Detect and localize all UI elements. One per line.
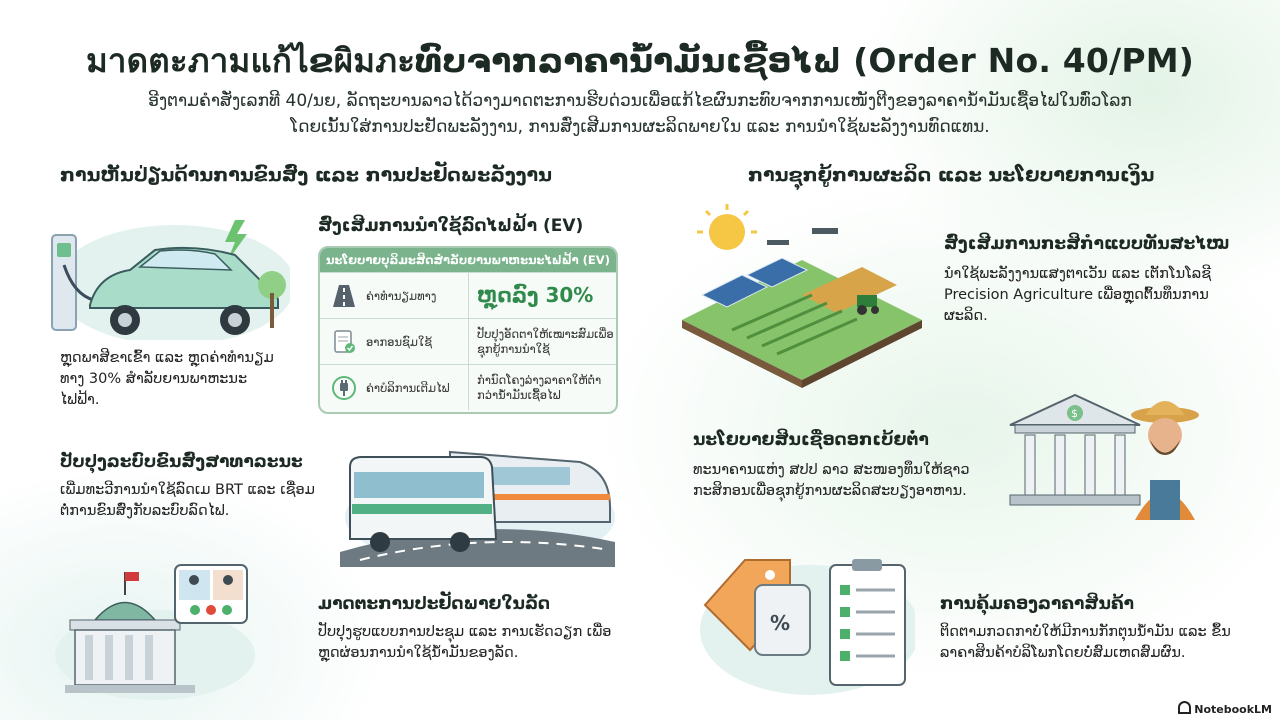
ev-incentive-text: ຫຼຸດພາສີຂາເຂົ້າ ແລະ ຫຼຸດຄ່າທຳນຽມທາງ 30% … [60,350,274,408]
notebooklm-brand: NotebookLM [1178,701,1272,716]
svg-text:$: $ [1071,407,1078,420]
ev-row-value: ປັບປຸງອັດຕາໃຫ້ເໝາະສົມເພື່ອຊຸກຍູ້ການນຳໃຊ້ [468,319,616,364]
brand-logo-icon [1178,701,1192,714]
price-control-text: ຕິດຕາມກວດກາບໍ່ໃຫ້ມີການກັກຕຸນນ້ຳມັນ ແລະ ຂ… [940,624,1231,661]
table-row: ຄ່າບໍລິການເຕີມໄຟ ກຳນົດໂຄງລ່າງລາຄາໃຫ້ຕ່ຳກ… [320,364,616,410]
svg-text:%: % [770,611,790,635]
tax-document-icon [330,328,358,356]
bus-train-illustration [340,432,615,567]
subtitle-line-1: ອີງຕາມຄຳສັ່ງເລກທີ 40/ນຍ, ລັດຖະບານລາວໄດ້ວ… [148,91,1132,111]
ev-row-label: ອາກອນຊົມໃຊ້ [366,334,433,349]
left-section-heading: ການຫັນປ່ຽນດ້ານການຂົນສົ່ງ ແລະ ການປະຢັດພະລ… [60,164,553,186]
right-section-heading: ການຊຸກຍູ້ການຜະລິດ ແລະ ນະໂຍບາຍການເງິນ [748,164,1155,186]
transport-title: ປັບປຸງລະບົບຂົນສົ່ງສາທາລະນະ [60,452,303,472]
agriculture-text: ນຳໃຊ້ພະລັງງານແສງຕາເວັນ ແລະ ເຕັກໂນໂລຊີ Pr… [944,266,1212,324]
ev-row-value: ຫຼຸດລົງ 30% [468,273,616,318]
ev-policy-table: ນະໂຍບາຍບຸລິມະສິດສຳລັບຍານພາຫະນະໄຟຟ້າ (EV)… [318,246,618,414]
ev-row-label: ຄ່າບໍລິການເຕີມໄຟ [366,380,450,395]
saving-title: ມາດຕະການປະຢັດພາຍໃນລັດ [318,594,551,614]
farm-solar-illustration [672,200,930,390]
credit-text: ທະນາຄານແຫ່ງ ສປປ ລາວ ສະໜອງທຶນໃຫ້ຊາວກະສິກອ… [693,462,970,499]
bank-farmer-illustration: $ [1005,385,1200,520]
table-row: ຄ່າທຳນຽມທາງ ຫຼຸດລົງ 30% [320,272,616,318]
price-tag-checklist-illustration: % [690,535,920,700]
government-building-illustration [55,560,295,700]
page-title: มาดตะภามแก้ไຂผิมภะທົບຈາກລາຄານ້ຳມັນເຊື້ອໄ… [85,41,1195,80]
price-control-title: ການຄຸ້ມຄອງລາຄາສິນຄ້າ [940,594,1134,614]
ev-block-title: ສົ່ງເສີມການນຳໃຊ້ລົດໄຟຟ້າ (EV) [318,216,584,236]
ev-table-header: ນະໂຍບາຍບຸລິມະສິດສຳລັບຍານພາຫະນະໄຟຟ້າ (EV) [320,248,616,272]
table-row: ອາກອນຊົມໃຊ້ ປັບປຸງອັດຕາໃຫ້ເໝາະສົມເພື່ອຊຸ… [320,318,616,364]
charging-plug-icon [330,374,358,402]
ev-row-value: ກຳນົດໂຄງລ່າງລາຄາໃຫ້ຕ່ຳກວ່ານ້ຳມັນເຊື້ອໄຟ [468,365,616,410]
credit-title: ນະໂຍບາຍສິນເຊື່ອດອກເບ້ຍຕ່ຳ [693,430,929,450]
page-subtitle: ອີງຕາມຄຳສັ່ງເລກທີ 40/ນຍ, ລັດຖະບານລາວໄດ້ວ… [80,88,1200,140]
road-icon [330,282,358,310]
ev-car-illustration [40,205,295,345]
agriculture-title: ສົ່ງເສີມການກະສິກຳແບບທັນສະໄໝ [944,234,1230,254]
brand-label: NotebookLM [1194,703,1272,716]
saving-text: ປັບປຸງຮູບແບບການປະຊຸມ ແລະ ການເຮັດວຽກ ເພື່… [318,624,612,661]
subtitle-line-2: ໂດຍເນັ້ນໃສ່ການປະຢັດພະລັງງານ, ການສົ່ງເສີມ… [290,117,990,137]
ev-row-label: ຄ່າທຳນຽມທາງ [366,288,437,303]
transport-text: ເພີ່ມທະວີການນຳໃຊ້ລົດເມ BRT ແລະ ເຊື່ອມຕໍ່… [60,482,315,519]
